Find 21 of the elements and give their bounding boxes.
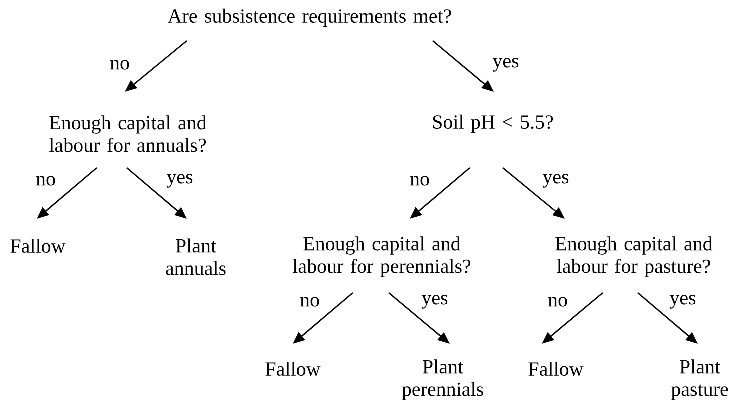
question-text: Are subsistence requirements met?: [168, 8, 452, 28]
question-text: Fallow: [528, 362, 584, 376]
edge-label: yes: [670, 295, 696, 309]
question-text: Plant pasture: [671, 360, 728, 400]
question-text: Fallow: [266, 362, 321, 376]
edge-label: yes: [492, 58, 519, 72]
edge-label: yes: [166, 174, 193, 188]
edge-label: yes: [422, 295, 448, 309]
edge-label: no: [110, 60, 130, 70]
edge-label: no: [300, 297, 320, 307]
edge-label: yes: [542, 174, 569, 188]
question-text: Enough capital and labour for pasture?: [556, 236, 713, 278]
question-text: Enough capital and labour for perennials?: [293, 236, 471, 278]
edge-label: no: [410, 176, 430, 186]
edge-label: no: [548, 297, 568, 307]
question-text: Enough capital and labour for annuals?: [50, 116, 207, 152]
edge-label: no: [36, 176, 56, 186]
question-text: Fallow: [10, 238, 66, 254]
question-text: Plant perennials: [402, 360, 484, 400]
question-text: Plant annuals: [166, 238, 226, 276]
question-text: Soil pH < 5.5?: [433, 114, 554, 134]
